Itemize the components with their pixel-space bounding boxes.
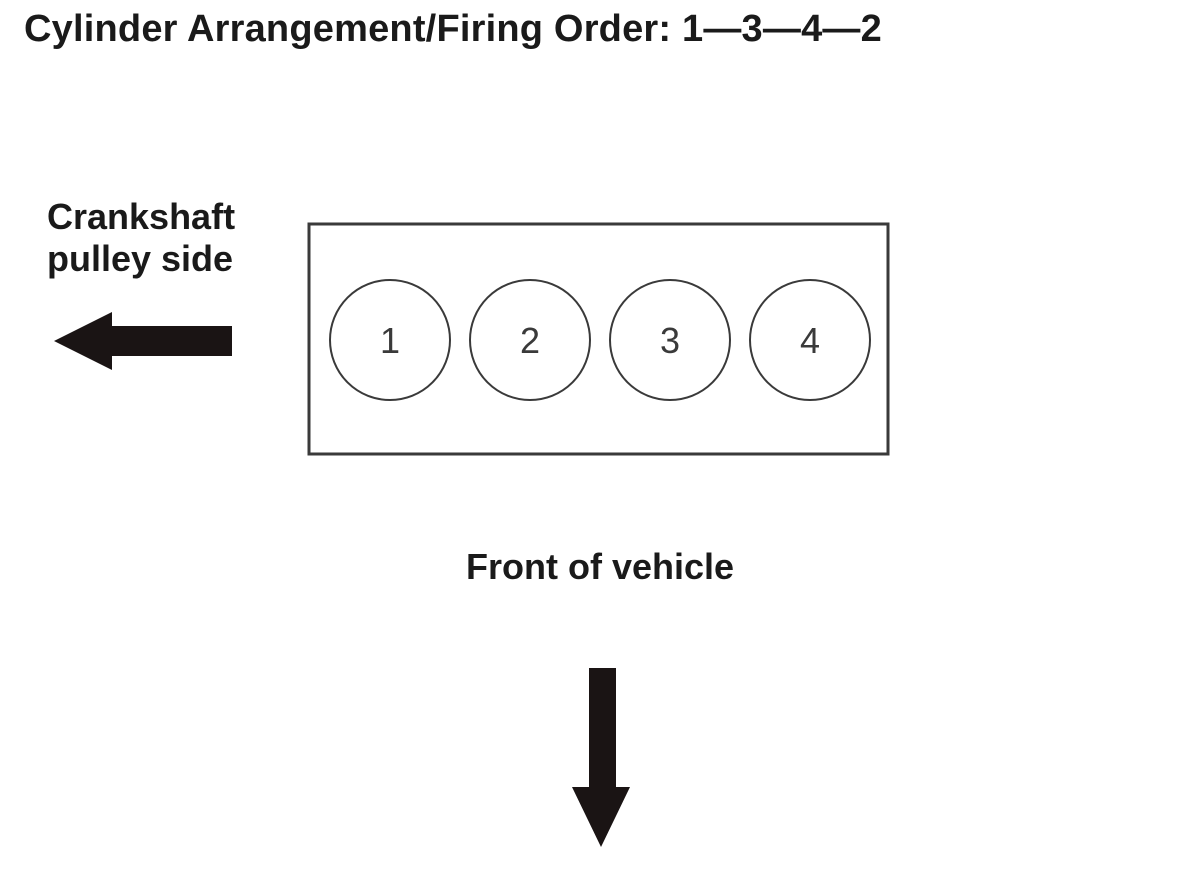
front-of-vehicle-label: Front of vehicle [466, 546, 735, 587]
cylinder-2: 2 [469, 279, 591, 401]
engine-block [307, 222, 890, 456]
cylinder-number: 3 [660, 320, 680, 361]
cylinder-number: 2 [520, 320, 540, 361]
cylinder-4: 4 [749, 279, 871, 401]
diagram-title: Cylinder Arrangement/Firing Order: 1—3—4… [24, 8, 882, 50]
cylinder-3: 3 [609, 279, 731, 401]
cylinder-1: 1 [329, 279, 451, 401]
cylinder-number: 1 [380, 320, 400, 361]
cylinder-number: 4 [800, 320, 820, 361]
crankshaft-label-line2: pulley side [47, 238, 234, 279]
down-arrow-icon [572, 668, 630, 847]
left-arrow-icon [54, 312, 232, 370]
crankshaft-label-line1: Crankshaft [47, 196, 236, 237]
crankshaft-side-label: Crankshaft pulley side [47, 196, 235, 280]
